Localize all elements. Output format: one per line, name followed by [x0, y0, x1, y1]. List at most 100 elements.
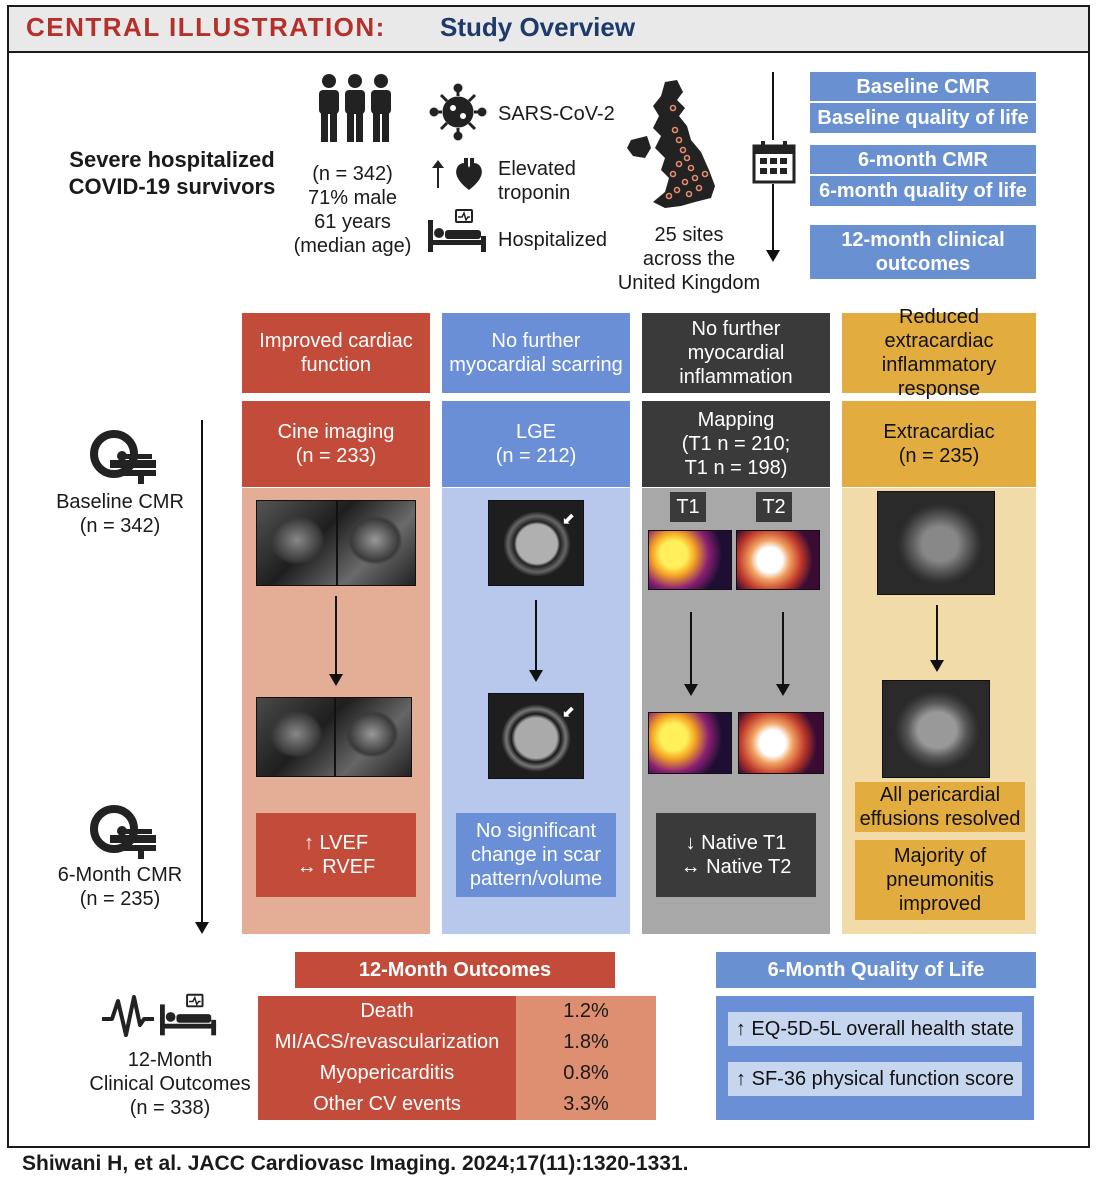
timeline-box-baseline-cmr: Baseline CMR — [810, 72, 1036, 101]
lge-image-6m: ⬋ — [488, 693, 584, 779]
method-line: T1 n = 198) — [684, 457, 788, 479]
t1-map-6m — [648, 712, 732, 774]
outcome-label: MI/ACS/revascularization — [274, 1031, 500, 1053]
arrow-up-icon — [432, 160, 444, 188]
result-line: ↑ LVEF — [303, 832, 369, 854]
mri-scanner-icon — [90, 430, 156, 484]
heart-icon — [456, 158, 482, 190]
timeline-label-line: (n = 235) — [79, 888, 161, 910]
sites-text: 25 sites across the United Kingdom — [608, 223, 770, 295]
qol-item-eq5d: ↑ EQ-5D-5L overall health state — [728, 1012, 1022, 1046]
result-cine: ↑ LVEF↔ RVEF — [256, 813, 416, 897]
method-line: (T1 n = 210; — [681, 433, 791, 455]
t1-map-baseline — [648, 530, 732, 590]
population-male: 71% male — [308, 187, 397, 209]
finding-line: inflammation — [679, 366, 793, 388]
header-title: CENTRAL ILLUSTRATION: — [26, 12, 386, 42]
result-line: pneumonitis — [886, 869, 994, 891]
finding-line: No further — [691, 318, 781, 340]
arrow-extracardiac — [930, 605, 944, 672]
extracardiac-image-6m — [882, 680, 990, 778]
population-title-line: COVID-19 survivors — [68, 174, 276, 199]
tag-t2: T2 — [756, 492, 792, 522]
header-bar — [9, 7, 1088, 53]
result-mapping: ↓ Native T1↔ Native T2 — [656, 813, 816, 897]
result-line: pattern/volume — [469, 868, 603, 890]
qol-panel: ↑ EQ-5D-5L overall health state ↑ SF-36 … — [716, 996, 1034, 1120]
timeline-label-line: 6-Month CMR — [57, 864, 183, 886]
method-line: (n = 233) — [295, 445, 377, 467]
criteria-hospital: Hospitalized — [498, 229, 607, 251]
method-line: Cine imaging — [277, 421, 395, 443]
method-line: (n = 212) — [495, 445, 577, 467]
outcome-label: Other CV events — [313, 1093, 461, 1115]
method-line: Extracardiac — [883, 421, 995, 443]
result-line: ↔ RVEF — [296, 856, 376, 878]
outcomes-title: 12-Month Outcomes — [295, 952, 615, 988]
finding-line: No further — [491, 330, 581, 352]
criteria-troponin-line: troponin — [498, 182, 571, 204]
finding-line: response — [897, 378, 981, 400]
method-line: LGE — [515, 421, 556, 443]
finding-line: myocardial scarring — [449, 354, 623, 376]
finding-line: Improved cardiac — [259, 330, 413, 352]
timeline-label-line: Clinical Outcomes — [89, 1073, 251, 1095]
timeline-label-6m: 6-Month CMR (n = 235) — [50, 863, 190, 911]
criteria-virus: SARS-CoV-2 — [498, 103, 615, 125]
timeline-box-12m-outcomes: 12-month clinical outcomes — [810, 225, 1036, 279]
lge-image-baseline: ⬋ — [488, 500, 584, 586]
method-mapping: Mapping(T1 n = 210;T1 n = 198) — [642, 401, 830, 487]
timeline-arrow-left — [195, 420, 209, 934]
result-line: effusions resolved — [859, 808, 1021, 830]
outcome-label: Myopericarditis — [319, 1062, 455, 1084]
timeline-box-6m-cmr: 6-month CMR — [810, 145, 1036, 174]
method-line: (n = 235) — [898, 445, 980, 467]
hospital-bed-icon — [428, 209, 486, 252]
sites-line: 25 sites — [654, 224, 724, 246]
timeline-box-6m-qol: 6-month quality of life — [810, 176, 1036, 206]
timeline-label-line: 12-Month — [127, 1049, 213, 1071]
result-line: ↔ Native T2 — [680, 856, 792, 878]
finding-line: function — [300, 354, 372, 376]
extracardiac-image-baseline — [877, 491, 995, 595]
t2-map-6m — [738, 712, 824, 774]
method-lge: LGE(n = 212) — [442, 401, 630, 487]
cine-image-6m — [256, 697, 412, 777]
result-line: No significant — [475, 820, 597, 842]
population-age: 61 years — [314, 211, 391, 233]
timeline-label-line: (n = 342) — [79, 515, 161, 537]
sites-line: across the — [642, 248, 736, 270]
arrow-t1 — [684, 612, 698, 696]
timeline-label-12m: 12-Month Clinical Outcomes (n = 338) — [75, 1048, 265, 1120]
header-subtitle: Study Overview — [440, 12, 636, 42]
method-extracardiac: Extracardiac(n = 235) — [842, 401, 1036, 487]
population-title: Severe hospitalized COVID-19 survivors — [52, 146, 292, 200]
criteria-troponin-line: Elevated — [498, 158, 576, 180]
finding-line: myocardial — [687, 342, 785, 364]
result-line: All pericardial — [879, 784, 1001, 806]
timeline-label-baseline: Baseline CMR (n = 342) — [50, 490, 190, 538]
virus-icon — [429, 83, 487, 141]
calendar-icon — [752, 140, 796, 184]
qol-item-sf36: ↑ SF-36 physical function score — [728, 1062, 1022, 1096]
method-cine: Cine imaging(n = 233) — [242, 401, 430, 487]
t2-map-baseline — [736, 530, 820, 590]
tag-t1: T1 — [670, 492, 706, 522]
arrow-cine — [329, 596, 343, 686]
outcome-label: Death — [360, 1000, 414, 1022]
criteria-troponin: Elevated troponin — [498, 157, 576, 205]
citation: Shiwani H, et al. JACC Cardiovasc Imagin… — [22, 1152, 689, 1175]
timeline-label-line: Baseline CMR — [56, 491, 184, 513]
sites-line: United Kingdom — [617, 272, 761, 294]
population-n: (n = 342) — [312, 163, 393, 185]
ecg-icon — [102, 995, 154, 1037]
population-title-line: Severe hospitalized — [69, 147, 275, 172]
